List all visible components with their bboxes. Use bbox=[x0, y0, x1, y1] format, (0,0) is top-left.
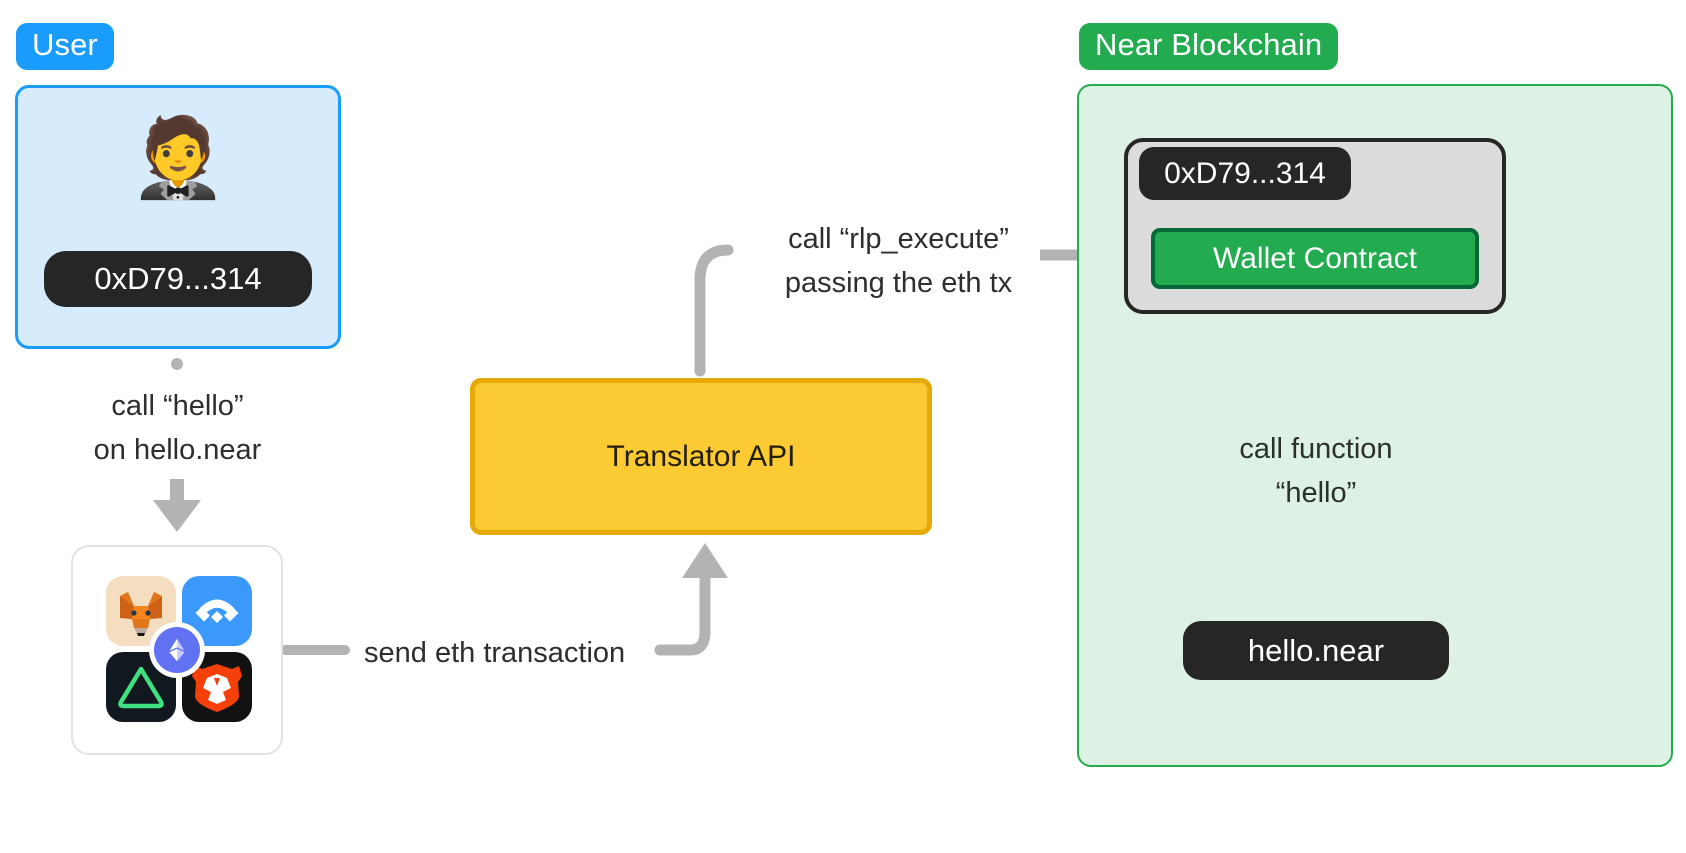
arrowhead-to-translator bbox=[682, 543, 728, 578]
ethereum-badge bbox=[149, 622, 205, 678]
user-group-box: 🤵 bbox=[15, 85, 341, 349]
wallet-apps-card bbox=[71, 545, 283, 755]
brave-wallet-icon bbox=[182, 652, 252, 722]
edge-label-call-function-line2: “hello” bbox=[1275, 476, 1357, 509]
edge-label-call-hello: call “hello” on hello.near bbox=[40, 385, 315, 472]
wallet-contract-node: Wallet Contract bbox=[1151, 228, 1479, 289]
group-label-near-blockchain: Near Blockchain bbox=[1079, 23, 1339, 70]
edge-label-rlp-execute: call “rlp_execute” passing the eth tx bbox=[771, 218, 1026, 305]
edge-label-rlp-line1: call “rlp_execute” bbox=[788, 223, 1009, 255]
metamask-icon bbox=[106, 576, 176, 646]
edge-label-send-eth-transaction: send eth transaction bbox=[364, 637, 626, 669]
hello-near-account-pill: hello.near bbox=[1183, 621, 1449, 680]
arrow-user-to-wallets bbox=[153, 479, 201, 532]
user-address-pill: 0xD79...314 bbox=[44, 251, 312, 307]
edge-label-rlp-line2: passing the eth tx bbox=[784, 266, 1013, 299]
person-emoji-icon: 🤵 bbox=[129, 113, 227, 201]
connector-dot-user bbox=[171, 358, 183, 370]
ethereum-icon bbox=[154, 627, 200, 673]
group-label-user: User bbox=[16, 23, 114, 70]
wallet-apps-grid bbox=[106, 576, 252, 722]
connector-send-eth-curve bbox=[654, 574, 711, 656]
edge-label-call-function: call function “hello” bbox=[1188, 428, 1444, 515]
near-account-address-pill: 0xD79...314 bbox=[1139, 147, 1351, 200]
connector-rlp-curve bbox=[694, 244, 734, 377]
edge-label-call-hello-line1: call “hello” bbox=[111, 390, 244, 422]
translator-api-node: Translator API bbox=[470, 378, 932, 535]
edge-label-call-function-line1: call function bbox=[1239, 433, 1393, 465]
edge-label-call-hello-line2: on hello.near bbox=[93, 433, 262, 466]
